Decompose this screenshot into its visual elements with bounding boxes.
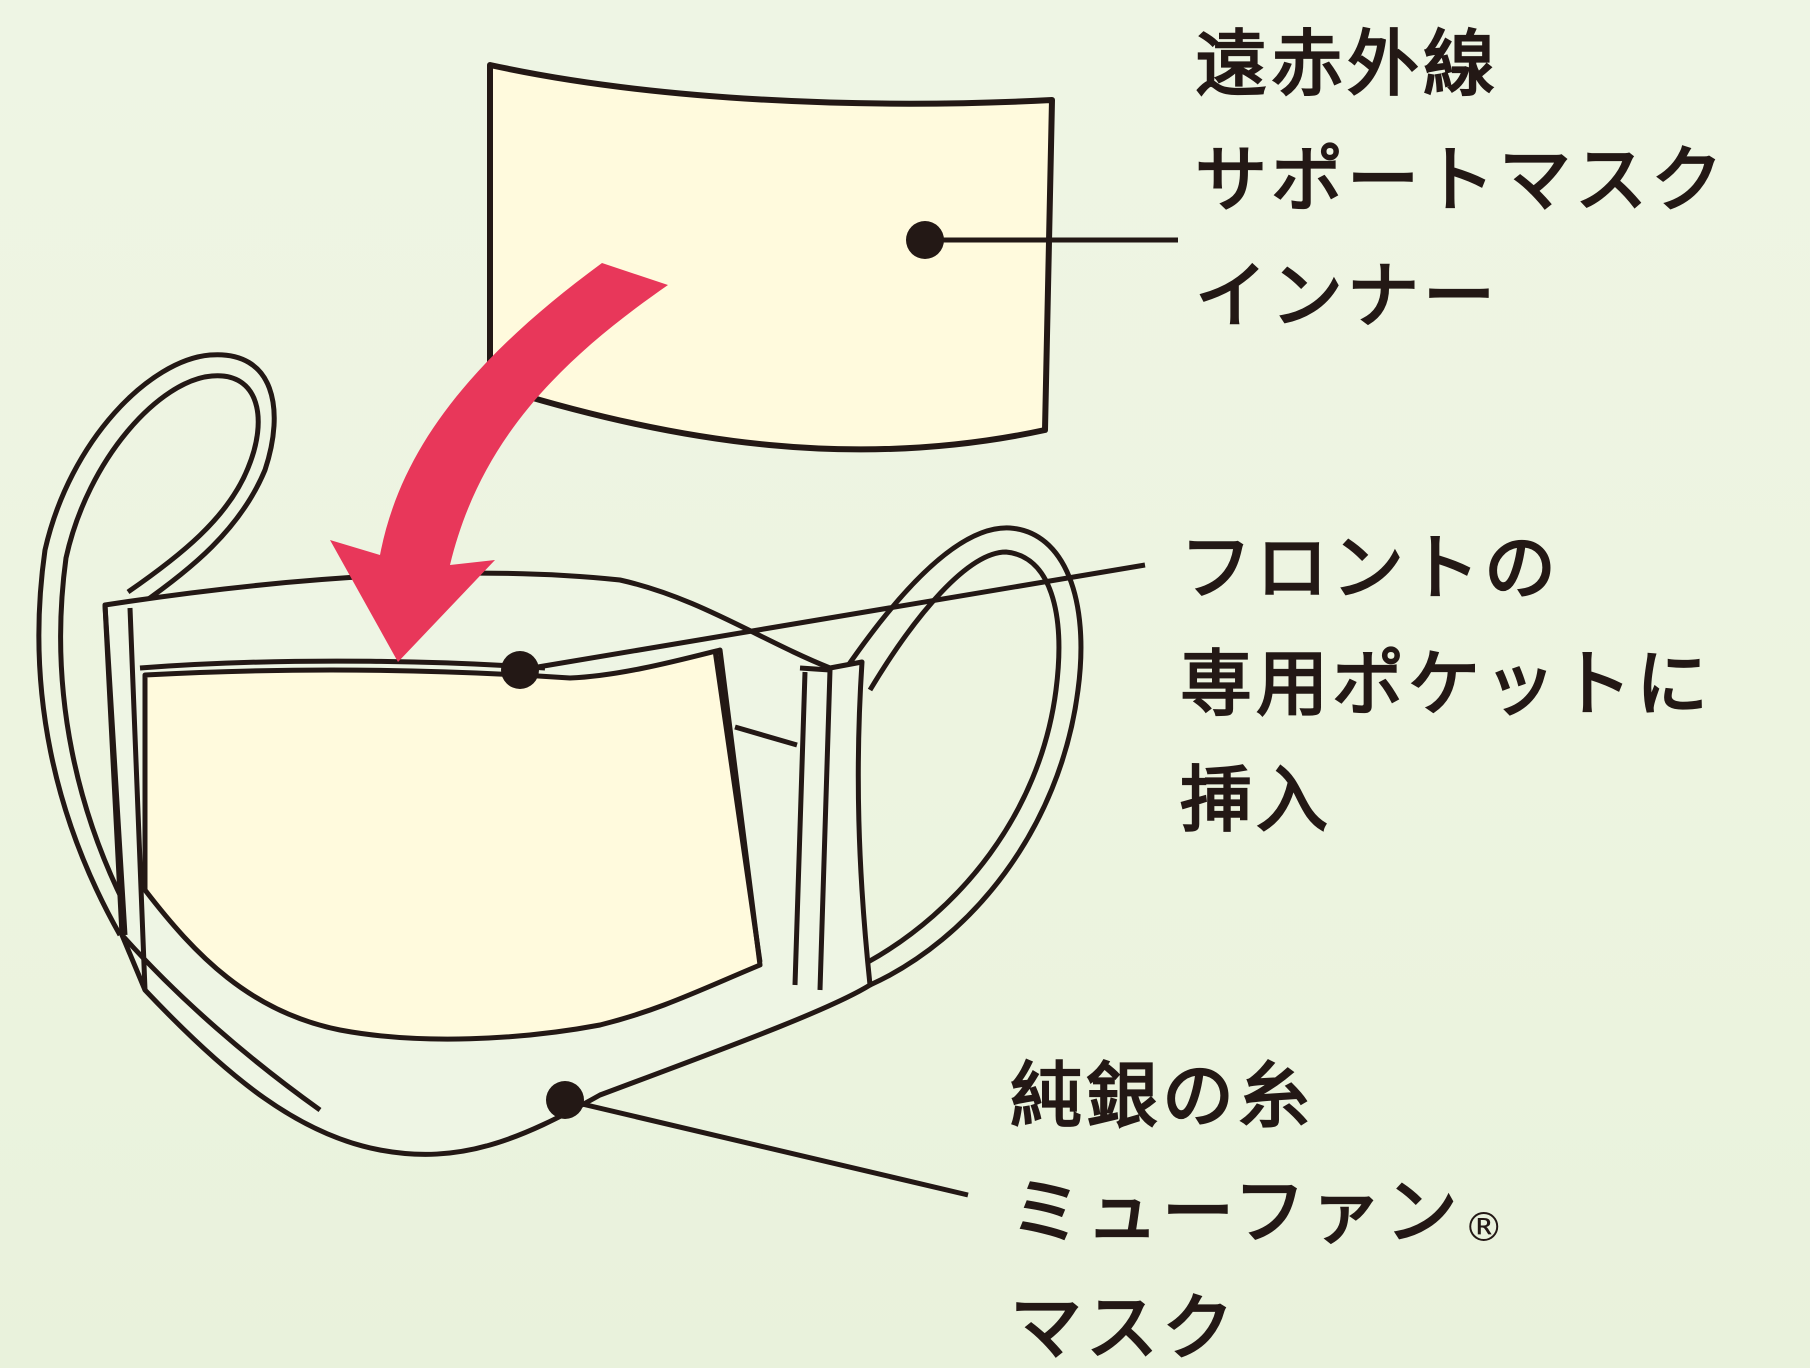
inner-label: 遠赤外線 サポートマスク インナー bbox=[1195, 28, 1727, 332]
inner-callout-dot bbox=[906, 221, 944, 259]
inner-panel bbox=[487, 62, 1055, 453]
pocket-label-line-1: フロントの bbox=[1180, 526, 1561, 610]
pocket-callout-dot bbox=[501, 651, 539, 689]
pocket-label-line-3: 挿入 bbox=[1180, 758, 1333, 842]
callouts bbox=[519, 237, 1178, 1198]
inner-label-line-2: サポートマスク bbox=[1195, 138, 1728, 222]
mask-body bbox=[102, 570, 873, 1157]
right-ear-loop bbox=[842, 525, 1084, 988]
inner-label-line-3: インナー bbox=[1195, 254, 1500, 338]
left-ear-loop bbox=[36, 352, 277, 937]
mask-label: 純銀の糸 ミューファン® マスク bbox=[1010, 1060, 1508, 1364]
insert-arrow bbox=[330, 263, 668, 662]
registered-mark: ® bbox=[1463, 1205, 1508, 1251]
mask-label-line-3: マスク bbox=[1010, 1286, 1239, 1370]
mask-label-line-1: 純銀の糸 bbox=[1010, 1054, 1315, 1138]
inner-label-line-1: 遠赤外線 bbox=[1195, 22, 1500, 106]
pocket-label: フロントの 専用ポケットに 挿入 bbox=[1180, 532, 1712, 836]
mask-callout-dot bbox=[546, 1081, 584, 1119]
pocket-label-line-2: 専用ポケットに bbox=[1180, 642, 1713, 726]
mask-label-brand: ミューファン bbox=[1010, 1170, 1462, 1254]
mask-label-line-2: ミューファン® bbox=[1010, 1176, 1508, 1248]
